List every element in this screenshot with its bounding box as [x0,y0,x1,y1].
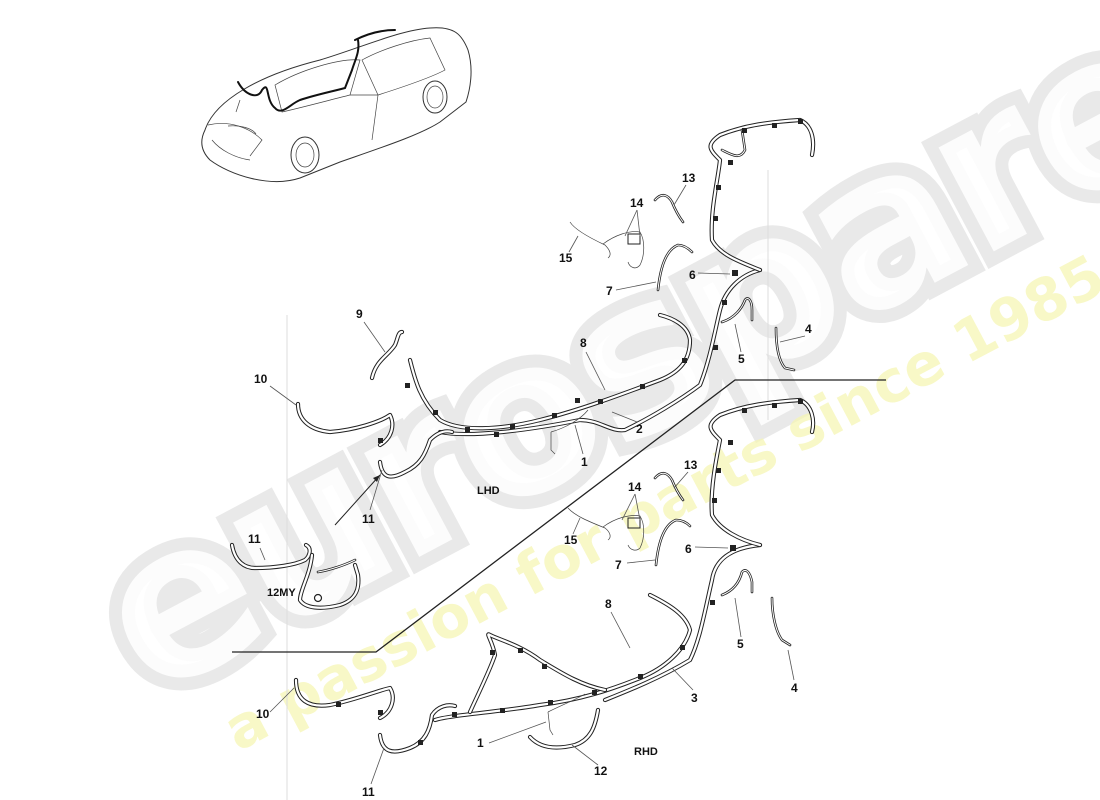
car-illustration [201,27,472,182]
leader-lines [259,184,806,785]
callout-7: 7 [606,284,613,298]
callout-1: 1 [477,736,484,750]
watermark: eurospares eurospares a passion for part… [43,0,1100,764]
lhd-label: LHD [477,485,500,497]
callout-8: 8 [605,597,612,611]
model-year-label: 12MY [267,587,296,599]
callout-2: 2 [636,422,643,436]
lhd-assembly [295,117,816,479]
callout-5: 5 [737,637,744,651]
callout-11-12my: 11 [248,532,261,546]
rhd-label: RHD [634,746,658,758]
callout-7: 7 [615,558,622,572]
callout-11: 11 [362,512,375,526]
callout-15: 15 [564,533,578,547]
callout-14: 14 [628,480,642,494]
callout-4: 4 [805,322,812,336]
callout-8: 8 [580,336,587,350]
callout-12: 12 [594,764,608,778]
harness-highlight [237,39,360,112]
callout-14: 14 [630,196,644,210]
callout-1: 1 [581,455,588,469]
callout-10: 10 [254,372,268,386]
callout-6: 6 [685,542,692,556]
12my-variant-detail [229,474,381,610]
callout-13: 13 [684,458,698,472]
callouts-lhd: 13 14 15 6 7 9 4 8 5 10 2 1 11 11 [248,171,812,546]
lhd-rhd-divider [232,379,886,653]
callout-4: 4 [791,681,798,695]
rhd-assembly [293,397,816,754]
callouts-rhd: 13 14 15 6 7 8 5 4 3 10 1 12 11 [256,458,798,799]
callout-3: 3 [691,691,698,705]
callout-6: 6 [689,268,696,282]
callout-9: 9 [356,307,363,321]
callout-15: 15 [559,251,573,265]
callout-10: 10 [256,707,270,721]
callout-5: 5 [738,352,745,366]
callout-13: 13 [682,171,696,185]
callout-11: 11 [362,785,375,799]
